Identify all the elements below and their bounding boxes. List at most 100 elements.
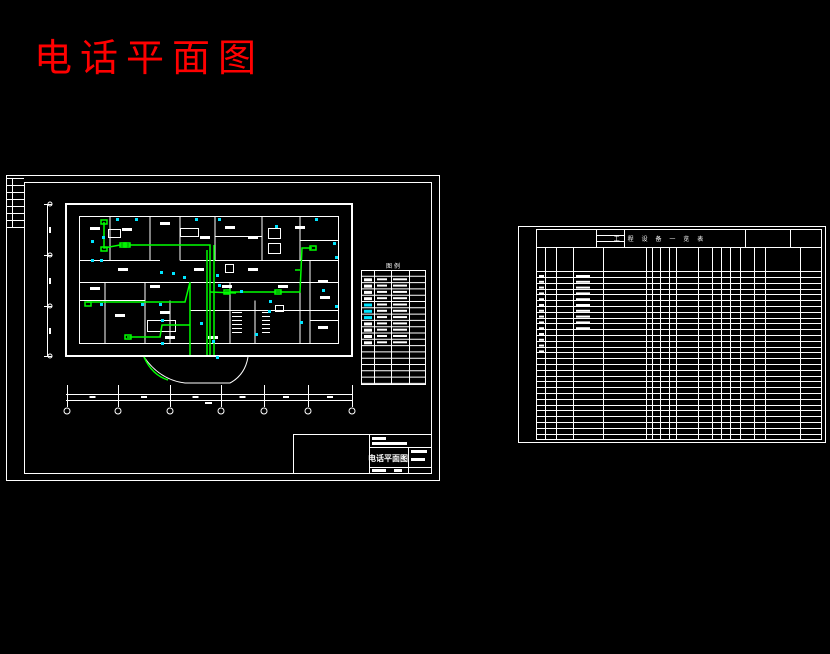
room-label (118, 268, 128, 271)
room-label (160, 311, 170, 314)
telephone-outlet (91, 240, 94, 243)
telephone-wire (225, 247, 312, 293)
equipment-name (576, 321, 590, 324)
row-number (539, 286, 544, 289)
telephone-junction-box (309, 245, 317, 251)
room-label (320, 296, 330, 299)
title-block: 电话平面图 (293, 434, 432, 474)
telephone-outlet (218, 218, 221, 221)
legend-text (377, 322, 387, 325)
fixture (108, 229, 121, 238)
dimension-text (205, 402, 212, 404)
legend-text (393, 322, 407, 325)
legend-text (377, 290, 387, 293)
fixture (268, 228, 281, 239)
telephone-outlet (141, 303, 144, 306)
equipment-name (576, 275, 590, 277)
dimension-lines (44, 201, 356, 415)
room-label (208, 336, 218, 339)
legend-text (393, 341, 407, 344)
equipment-name (576, 304, 590, 306)
legend-text (377, 284, 387, 287)
room-label (200, 236, 210, 239)
telephone-junction-box (119, 242, 127, 248)
grid-axis-bubble (217, 407, 225, 415)
room-label (194, 268, 204, 271)
interior-walls (79, 216, 339, 344)
legend-text (393, 297, 407, 300)
room-label (122, 228, 132, 231)
telephone-outlet (135, 218, 138, 221)
building-outline (65, 203, 353, 357)
sheet-telephone-plan: 图 例 电话平面图 (6, 175, 440, 481)
row-number (539, 304, 544, 306)
legend-symbol (364, 303, 372, 307)
legend-frame (361, 270, 426, 385)
telephone-junction-box (84, 301, 92, 307)
legend-symbol (364, 284, 372, 288)
legend-text (393, 303, 407, 306)
grid-axis-bubble (63, 407, 71, 415)
telephone-junction-box (223, 289, 231, 295)
telephone-outlet (160, 271, 163, 274)
room-label (318, 326, 328, 329)
room-label (248, 268, 258, 271)
legend-text (393, 328, 407, 331)
fixture (180, 228, 199, 237)
equipment-name (576, 286, 590, 289)
telephone-outlet (116, 218, 119, 221)
telephone-junction-box (100, 246, 108, 252)
floor-plan (65, 203, 353, 384)
telephone-outlet (315, 218, 318, 221)
telephone-outlet (300, 321, 303, 324)
telephone-outlet (212, 340, 215, 343)
telephone-outlet (161, 319, 164, 322)
telephone-outlet (161, 342, 164, 345)
telephone-outlet (333, 242, 336, 245)
legend-symbol (364, 309, 372, 313)
telephone-outlet (195, 218, 198, 221)
telephone-wiring (84, 219, 317, 355)
telephone-outlet (269, 300, 272, 303)
row-number (539, 309, 544, 312)
room-label (278, 285, 288, 288)
sheet1-inner-border (24, 182, 432, 474)
legend-text (377, 328, 387, 331)
legend-text (393, 284, 407, 287)
telephone-outlet (100, 259, 103, 262)
sheet2-inner-border (536, 229, 822, 440)
room-label (150, 285, 160, 288)
sheet2-outer-border (518, 226, 826, 443)
legend-text (393, 309, 407, 312)
room-label (90, 287, 100, 290)
telephone-outlet (240, 290, 243, 293)
telephone-outlet (216, 356, 219, 359)
legend-text (377, 278, 387, 281)
telephone-wire (103, 222, 211, 355)
legend-text (377, 335, 387, 337)
dimension-text (49, 278, 51, 284)
grid-axis-bubble (304, 407, 312, 415)
dimension-text (327, 396, 333, 398)
sheet1-revision-block (6, 178, 24, 228)
dimension-text (239, 396, 246, 398)
legend-text (393, 316, 407, 319)
telephone-junction-box (274, 289, 282, 295)
telephone-junction-box (124, 334, 132, 340)
telephone-outlet (200, 322, 203, 325)
row-number (539, 338, 544, 341)
legend-text (377, 303, 387, 306)
legend-symbol (364, 278, 372, 282)
row-number (539, 298, 544, 301)
room-label (160, 222, 170, 225)
equipment-table-title: 工 程 设 备 一 览 表 (614, 235, 706, 243)
grid-axis-bubble (260, 407, 268, 415)
legend-symbol (364, 335, 372, 338)
sheet1-outer-border (6, 175, 440, 481)
grid-axis-bubble (114, 407, 122, 415)
legend-text (393, 278, 407, 281)
equipment-name (576, 298, 590, 301)
equipment-name (576, 280, 590, 283)
row-number (539, 333, 544, 335)
